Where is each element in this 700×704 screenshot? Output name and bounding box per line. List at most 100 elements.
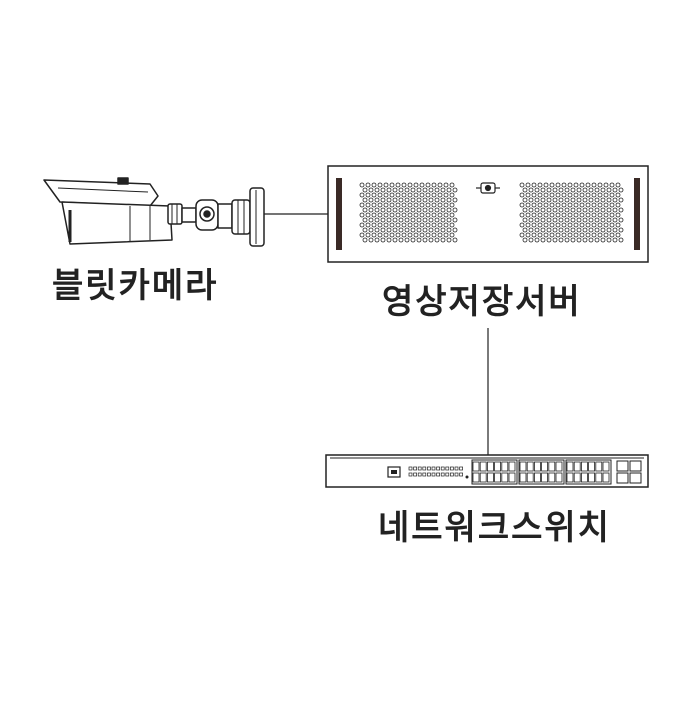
vent-hole <box>528 217 534 223</box>
server-vent-grille-left <box>359 182 458 243</box>
vent-hole <box>570 197 576 203</box>
vent-hole <box>368 207 374 213</box>
vent-hole <box>525 192 531 198</box>
vent-hole <box>528 227 534 233</box>
vent-hole <box>600 207 606 213</box>
vent-hole <box>404 237 410 243</box>
vent-hole <box>546 237 552 243</box>
ethernet-port <box>548 472 556 483</box>
vent-hole <box>440 187 446 193</box>
vent-hole <box>534 207 540 213</box>
vent-hole <box>549 222 555 228</box>
vent-hole <box>446 207 452 213</box>
vent-hole <box>419 202 425 208</box>
vent-hole <box>368 197 374 203</box>
ethernet-port <box>602 461 610 472</box>
vent-hole <box>561 232 567 238</box>
vent-hole <box>579 182 585 188</box>
vent-hole <box>570 227 576 233</box>
vent-hole <box>567 212 573 218</box>
vent-hole <box>564 197 570 203</box>
vent-hole <box>380 207 386 213</box>
vent-hole <box>549 192 555 198</box>
vent-hole <box>549 232 555 238</box>
port-group-frame <box>518 459 565 485</box>
vent-hole <box>570 207 576 213</box>
vent-hole <box>603 212 609 218</box>
vent-hole <box>582 187 588 193</box>
vent-hole <box>449 222 455 228</box>
vent-hole <box>543 202 549 208</box>
vent-hole <box>395 192 401 198</box>
ethernet-port <box>526 472 534 483</box>
status-led <box>436 466 440 471</box>
vent-hole <box>588 237 594 243</box>
ethernet-port <box>501 461 509 472</box>
vent-hole <box>531 222 537 228</box>
ethernet-port <box>472 461 480 472</box>
vent-hole <box>585 222 591 228</box>
vent-hole <box>365 212 371 218</box>
vent-hole <box>404 227 410 233</box>
vent-hole <box>609 192 615 198</box>
ethernet-port <box>555 461 563 472</box>
vent-hole <box>419 192 425 198</box>
vent-hole <box>555 222 561 228</box>
vent-hole <box>416 197 422 203</box>
vent-hole <box>534 217 540 223</box>
ethernet-port <box>479 461 487 472</box>
vent-hole <box>386 237 392 243</box>
vent-hole <box>597 232 603 238</box>
vent-hole <box>383 222 389 228</box>
vent-hole <box>546 197 552 203</box>
switch-status-leds <box>408 466 463 477</box>
vent-hole <box>413 202 419 208</box>
vent-hole <box>365 232 371 238</box>
vent-hole <box>606 237 612 243</box>
vent-hole <box>609 212 615 218</box>
status-led <box>422 472 427 477</box>
vent-hole <box>582 237 588 243</box>
vent-hole <box>449 232 455 238</box>
vent-hole <box>525 202 531 208</box>
vent-hole <box>437 182 443 188</box>
vent-hole <box>540 187 546 193</box>
vent-hole <box>573 182 579 188</box>
vent-hole <box>416 217 422 223</box>
ethernet-port <box>534 461 541 472</box>
vent-hole <box>425 192 431 198</box>
vent-hole <box>537 212 543 218</box>
ethernet-port <box>486 461 494 472</box>
vent-hole <box>437 202 443 208</box>
vent-hole <box>368 237 374 243</box>
vent-hole <box>615 222 621 228</box>
vent-hole <box>392 197 398 203</box>
vent-hole <box>440 197 446 203</box>
vent-hole <box>431 182 437 188</box>
vent-hole <box>534 227 540 233</box>
vent-hole <box>449 182 455 188</box>
vent-hole <box>594 197 600 203</box>
vent-hole <box>591 192 597 198</box>
vent-hole <box>528 197 534 203</box>
vent-hole <box>618 227 624 233</box>
vent-hole <box>377 212 383 218</box>
vent-hole <box>386 217 392 223</box>
vent-hole <box>443 232 449 238</box>
ethernet-port <box>555 472 563 483</box>
vent-hole <box>452 207 458 213</box>
status-led <box>408 466 413 471</box>
vent-hole <box>567 202 573 208</box>
vent-hole <box>413 192 419 198</box>
vent-hole <box>615 212 621 218</box>
vent-hole <box>606 197 612 203</box>
vent-hole <box>540 237 546 243</box>
vent-hole <box>392 227 398 233</box>
vent-hole <box>576 227 582 233</box>
vent-hole <box>567 232 573 238</box>
vent-hole <box>549 202 555 208</box>
vent-hole <box>603 182 609 188</box>
server-right-handle <box>634 178 640 250</box>
vent-hole <box>422 207 428 213</box>
status-led <box>417 472 422 477</box>
